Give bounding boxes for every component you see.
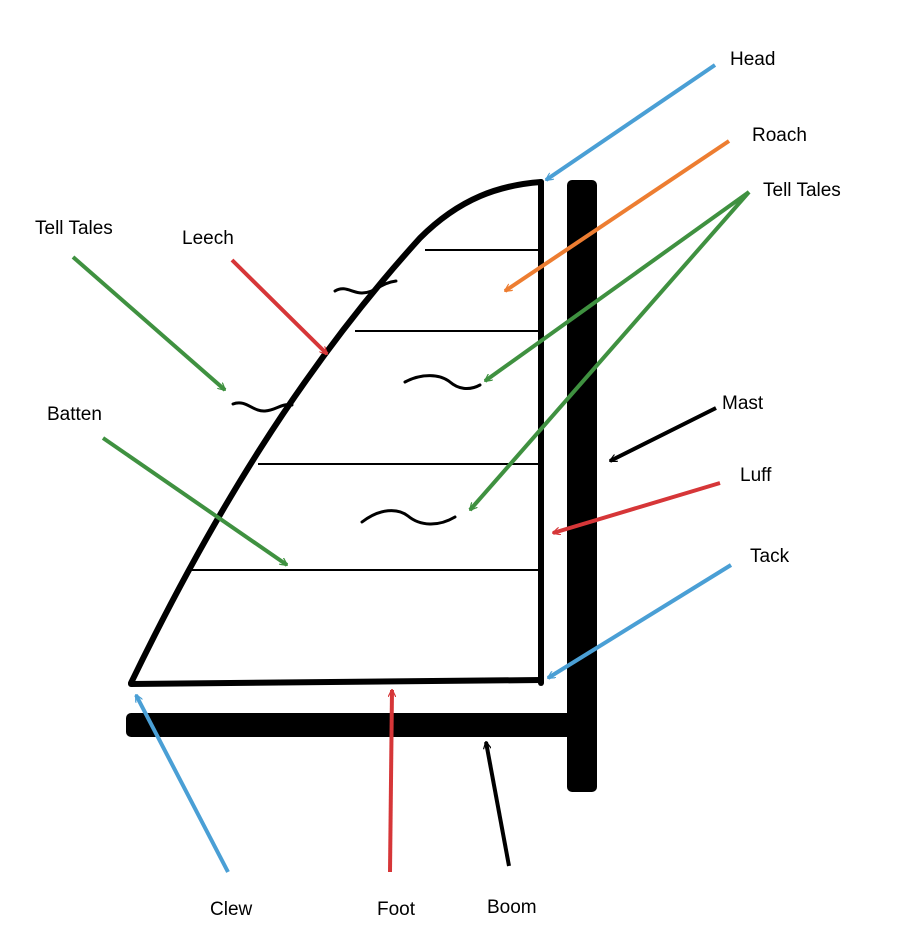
luff-label: Luff [740,465,772,486]
tell-tales-left-label: Tell Tales [35,218,113,239]
mast-spar [567,180,597,792]
boom-spar [126,713,596,737]
mast-label: Mast [722,393,764,414]
roach-arrow [505,139,731,293]
foot-label: Foot [377,899,416,920]
tack-arrow [548,563,733,680]
sail-leech-edge [128,179,544,686]
mast-arrow [610,406,717,463]
clew-arrow [134,695,230,873]
tell-tale-squiggle-2 [231,401,294,413]
tell-tales-right-arrow-1 [485,190,751,383]
tack-label: Tack [750,546,790,567]
luff-arrow [553,481,721,533]
clew-label: Clew [210,899,253,920]
batten-arrow [101,436,287,567]
leech-label: Leech [182,228,234,249]
tell-tale-squiggle-4 [360,509,457,526]
boom-label: Boom [487,897,537,918]
roach-label: Roach [752,125,807,146]
tell-tales-right-label: Tell Tales [763,180,841,201]
head-label: Head [730,49,775,70]
boom-arrow [486,742,511,867]
foot-arrow [390,690,392,873]
batten-label: Batten [47,404,102,425]
tell-tale-squiggle-3 [403,374,482,391]
tell-tales-left-arrow [71,255,225,392]
leech-arrow [230,258,327,354]
head-arrow [546,63,717,182]
tell-tale-squiggle-1 [333,279,398,295]
sail-foot-edge [128,677,544,687]
tell-tales-right-arrow-2 [468,190,751,510]
